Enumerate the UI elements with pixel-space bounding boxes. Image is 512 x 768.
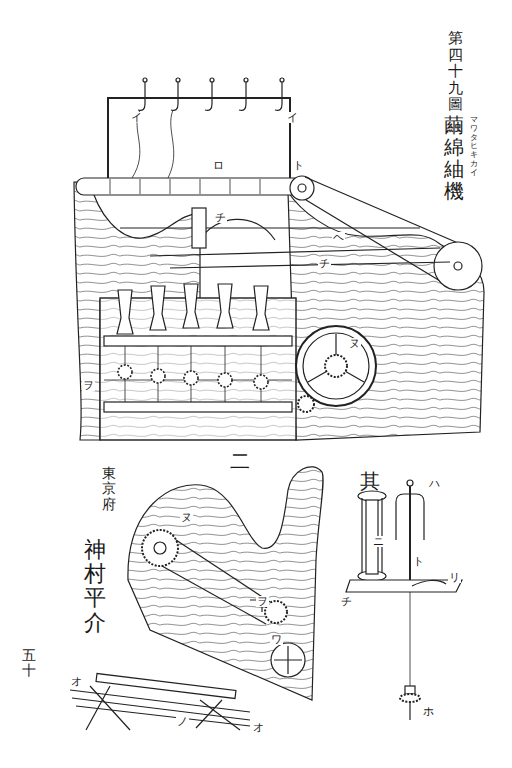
frame-rails bbox=[70, 673, 250, 730]
callout-letter: ヲ bbox=[82, 380, 95, 391]
callout-letter: ニ bbox=[372, 536, 385, 547]
main-machine bbox=[74, 78, 484, 440]
callout-letter: リ bbox=[448, 572, 461, 583]
callout-letter: ヲ bbox=[256, 596, 269, 607]
callout-letter: ワ bbox=[270, 634, 283, 645]
callout-letter: オ bbox=[70, 676, 83, 687]
callout-letter: イ bbox=[130, 112, 143, 123]
callout-letter: ト bbox=[292, 160, 305, 171]
callout-letter: オ bbox=[252, 722, 265, 733]
callout-letter: ヘ bbox=[332, 232, 345, 243]
heading-text: 繭綿紬機 bbox=[444, 114, 464, 202]
callout-letter: チ bbox=[318, 258, 331, 269]
callout-letter: ホ bbox=[422, 706, 435, 717]
heading-text: 二 bbox=[230, 448, 250, 475]
figure-title: 第四十九圖 bbox=[448, 30, 463, 113]
furigana: マワタヒキカイ bbox=[470, 116, 478, 178]
callout-letter: ヌ bbox=[348, 338, 361, 349]
callout-letter: ハ bbox=[428, 478, 441, 489]
callout-letter: ロ bbox=[212, 160, 225, 171]
side-panel-figure bbox=[128, 467, 323, 700]
spindle-detail bbox=[346, 480, 462, 720]
heading-text: 其 bbox=[360, 468, 380, 495]
callout-letter: チ bbox=[214, 212, 227, 223]
callout-letter: イ bbox=[286, 112, 299, 123]
heading-text: 五十 bbox=[22, 648, 36, 679]
callout-letter: ト bbox=[412, 556, 425, 567]
callout-letter: ノ bbox=[176, 716, 189, 727]
heading-text: 東京府 bbox=[102, 466, 116, 512]
heading-text: 神村平介 bbox=[84, 538, 106, 635]
callout-letter: チ bbox=[340, 596, 353, 607]
callout-letter: ヌ bbox=[180, 512, 193, 523]
